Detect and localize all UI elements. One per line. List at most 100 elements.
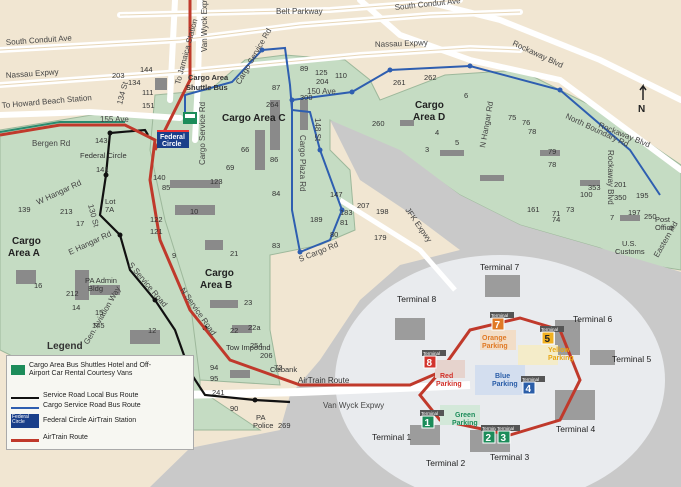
jfk-expwy-road: [338, 197, 457, 292]
legend-item-station: Federal Circle Federal Circle AirTrain S…: [11, 414, 163, 428]
building-number: 90: [230, 404, 238, 413]
pa-police-label-1: PA: [256, 413, 265, 422]
federal-circle-box-2: Circle: [162, 141, 182, 148]
building-number: 134: [128, 78, 141, 87]
area-b-label-1: Cargo: [205, 268, 234, 279]
building-number: 213: [60, 207, 73, 216]
building-number: 212: [66, 289, 79, 298]
building-number: 204: [316, 77, 329, 86]
building-number: 87: [272, 83, 280, 92]
building-number: 80: [330, 230, 338, 239]
north-compass: N: [638, 83, 647, 115]
station-3-number: 3: [501, 433, 507, 444]
building-number: 151: [142, 101, 155, 110]
building-number: 121: [150, 227, 163, 236]
building-number: 100: [580, 190, 593, 199]
airtrain-line-icon: [11, 438, 39, 442]
building-number: 201: [614, 180, 627, 189]
station-4-number: 4: [526, 384, 532, 395]
yellow-parking-label2: Parking: [548, 355, 574, 362]
cargo-service-bus-route: [184, 46, 661, 254]
bergen-rd-label: Bergen Rd: [32, 139, 70, 148]
building-number: 195: [636, 191, 649, 200]
building-number: 264: [266, 100, 279, 109]
station-4-caption: Terminal: [522, 377, 539, 382]
pa-admin-label-1: PA Admin: [85, 276, 117, 285]
building-number: 3: [425, 145, 429, 154]
legend-item-airtrain: AirTrain Route: [11, 434, 88, 442]
station-2-number: 2: [486, 433, 492, 444]
building-number: 10: [190, 207, 198, 216]
station-4[interactable]: Terminal 4: [521, 376, 545, 395]
blue-parking-label: Blue: [495, 373, 510, 380]
nassau-right-label: Nassau Expwy: [375, 38, 428, 49]
red-parking-label: Red: [440, 373, 453, 380]
van-wyck-top-label: Van Wyck Expwy: [200, 0, 209, 52]
building-number: 4: [435, 128, 439, 137]
building-number: 95: [210, 374, 218, 383]
building-number: 189: [310, 215, 323, 224]
blue-route-stops: [259, 47, 563, 255]
place-labels: Federal Circle Cargo Area Shuttle Bus Lo…: [80, 73, 674, 430]
blue-parking-label2: Parking: [492, 381, 518, 388]
station-icon: Federal Circle: [11, 414, 39, 428]
station-5-number: 5: [545, 334, 551, 345]
building-number: 179: [374, 233, 387, 242]
nassau-left-label: Nassau Expwy: [6, 67, 59, 80]
parking-labels: Red Parking Orange Parking Yellow Parkin…: [436, 335, 574, 427]
building-number: 143: [95, 136, 108, 145]
pa-admin-label-2: Bldg: [88, 284, 103, 293]
building-number: 198: [376, 207, 389, 216]
building-number: 83: [272, 241, 280, 250]
citibank-label: Citibank: [270, 365, 297, 374]
building-number: 141: [96, 165, 109, 174]
building-number: 122: [150, 215, 163, 224]
legend-panel: Legend Cargo Area Bus Shuttles Hotel and…: [6, 341, 194, 450]
shuttle-bus-icon: [183, 112, 197, 124]
building-number: 9: [172, 251, 176, 260]
building-number: 94: [210, 363, 218, 372]
federal-circle-station[interactable]: Federal Circle: [157, 130, 189, 148]
station-7-caption: Terminal: [491, 313, 508, 318]
building-number: 110: [335, 71, 347, 80]
building-number: 261: [393, 78, 406, 87]
building-number: 144: [140, 65, 153, 74]
building-number: 147: [330, 190, 343, 199]
building-number: 81: [340, 218, 348, 227]
south-conduit-top-label: South Conduit Ave: [394, 0, 461, 12]
compass-label: N: [638, 104, 645, 115]
building-number: 12: [148, 326, 156, 335]
ave-150-label: 150 Ave: [307, 87, 336, 96]
terminal-2-label: Terminal 2: [426, 458, 465, 468]
building-number: 206: [260, 351, 273, 360]
building-number: 15: [95, 308, 103, 317]
building-number: 84: [272, 189, 280, 198]
building-number: 17: [76, 219, 84, 228]
post-office-label-2: Office: [655, 223, 674, 232]
building-number: 69: [226, 163, 234, 172]
building-number: 161: [527, 205, 540, 214]
building-number: 250: [644, 212, 657, 221]
pa-police-label-2: Police: [253, 421, 273, 430]
building-number: 79: [548, 147, 556, 156]
area-c-label: Cargo Area C: [222, 113, 286, 124]
building-number: 7: [610, 213, 614, 222]
building-number: 203: [112, 71, 125, 80]
building-number: 123: [210, 177, 223, 186]
station-2[interactable]: Terminal 2: [481, 425, 505, 444]
station-2-caption: Terminal: [482, 426, 499, 431]
station-1-number: 1: [425, 418, 431, 429]
van-wyck-bottom-label: Van Wyck Expwy: [323, 401, 384, 410]
building-number: 78: [548, 160, 556, 169]
terminal-3-label: Terminal 3: [490, 452, 529, 462]
federal-circle-box-1: Federal: [160, 134, 185, 141]
building-number: 75: [508, 113, 516, 122]
legend-station-text: Federal Circle AirTrain Station: [43, 417, 137, 424]
building-number: 78: [528, 127, 536, 136]
shuttle-icon: [11, 365, 25, 375]
